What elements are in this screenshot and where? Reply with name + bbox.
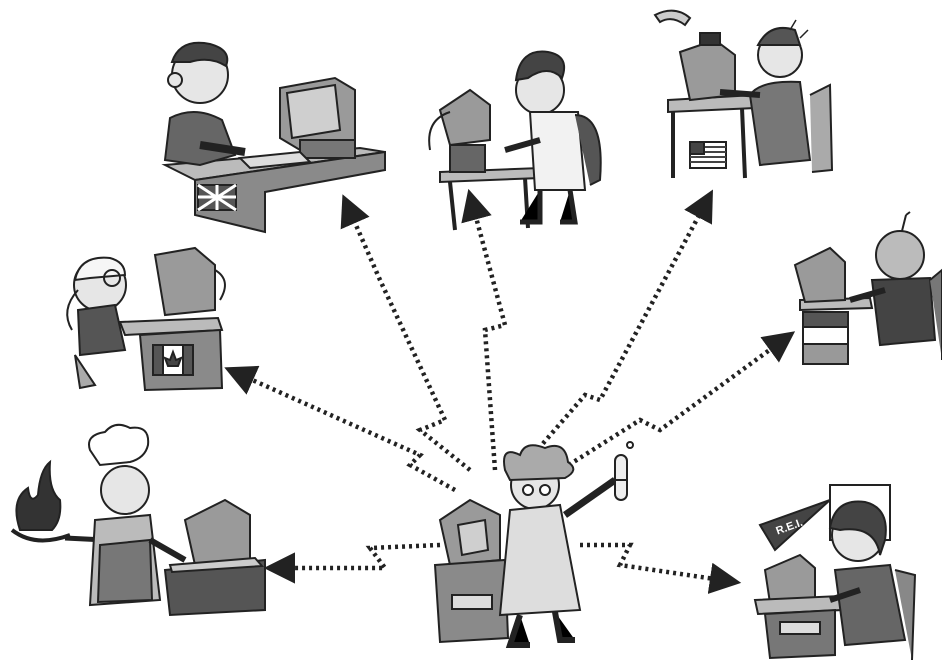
striped-flag-user-figure — [795, 212, 942, 364]
test-tube-icon — [615, 442, 633, 500]
pennant-flag: R.E.I. — [760, 500, 830, 550]
student-figure: R.E.I. — [755, 485, 915, 660]
link-to-striped-flag-user — [545, 335, 790, 480]
united-kingdom-flag-icon — [198, 185, 236, 210]
uk-user-figure — [165, 43, 385, 232]
flame-icon — [16, 462, 60, 530]
chef-figure — [12, 425, 265, 615]
canada-user-figure — [67, 248, 225, 390]
canada-flag-icon — [153, 345, 193, 375]
link-to-student — [580, 545, 735, 582]
us-user-figure — [655, 11, 832, 178]
link-to-us-user — [520, 195, 710, 470]
bench-user-figure — [429, 52, 601, 230]
link-to-bench-user — [470, 195, 505, 470]
united-states-flag-icon — [690, 142, 726, 168]
tricolor-flag-icon — [803, 312, 848, 364]
link-to-chef — [270, 545, 440, 568]
